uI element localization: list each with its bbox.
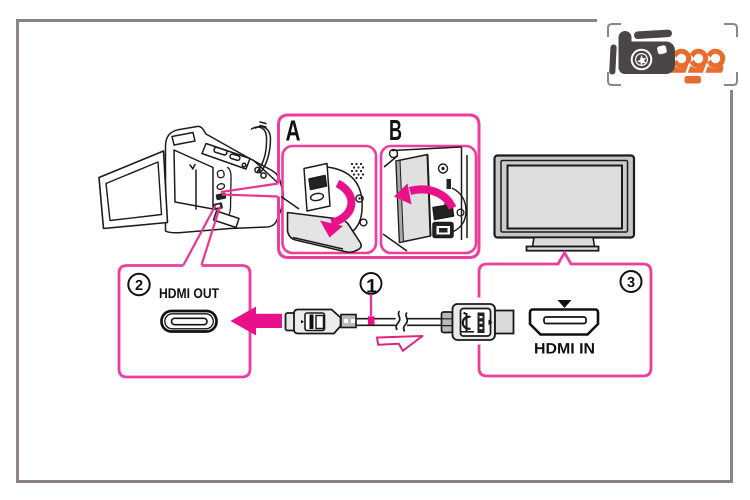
svg-text:A: A	[286, 116, 301, 148]
svg-text:2: 2	[135, 278, 143, 294]
svg-text:3: 3	[627, 275, 635, 291]
svg-text:HDMI OUT: HDMI OUT	[159, 285, 219, 301]
svg-text:B: B	[389, 115, 402, 147]
svg-text:1: 1	[366, 276, 377, 298]
svg-text:HDMI IN: HDMI IN	[534, 341, 595, 358]
